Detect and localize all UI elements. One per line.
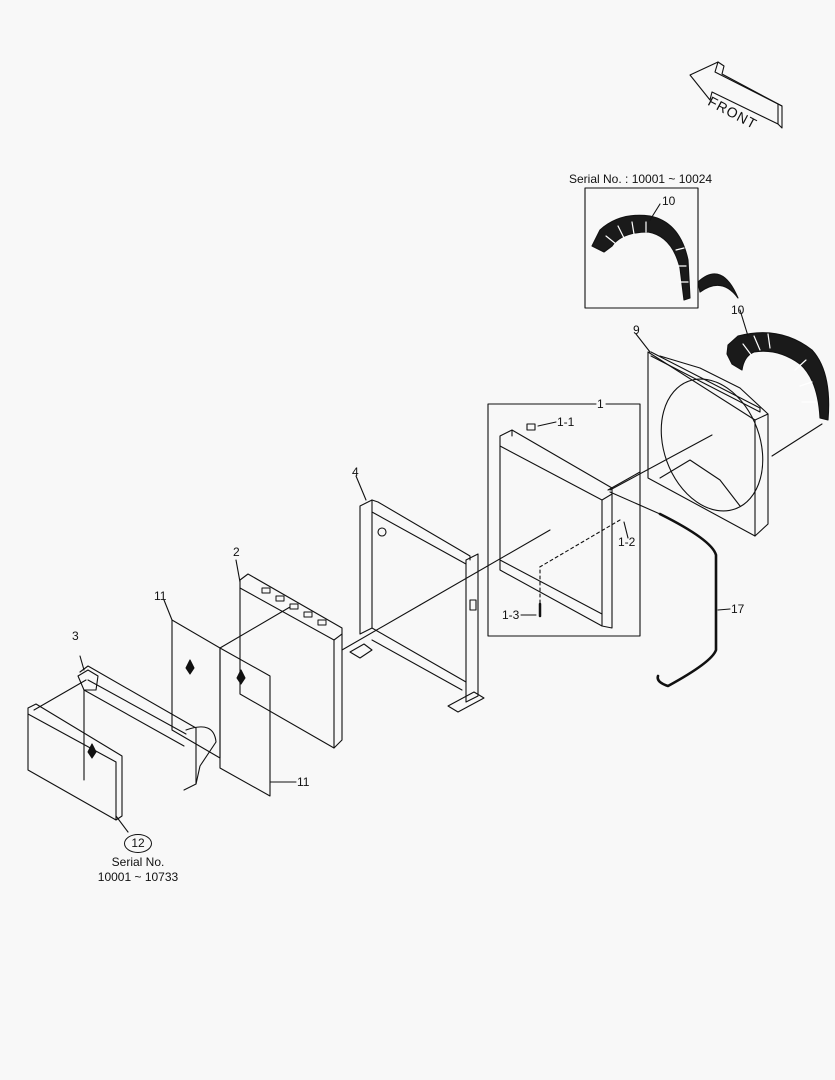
panel-11a (163, 599, 221, 759)
panel-11b (219, 647, 297, 797)
screen-12 (27, 703, 129, 833)
callout-9: 9 (633, 323, 640, 337)
callout-17: 17 (731, 602, 745, 616)
part12-serial-line2: 10001 ~ 10733 (97, 870, 179, 884)
callout-4: 4 (352, 465, 359, 479)
assembly-box-1 (487, 403, 641, 637)
inset-serial-label: Serial No. : 10001 ~ 10024 (569, 172, 713, 186)
radiator-2 (219, 559, 343, 749)
part12-serial-line1: Serial No. (111, 855, 165, 869)
callout-11-top: 11 (154, 589, 167, 603)
callout-10: 10 (731, 303, 745, 317)
callout-1: 1 (597, 397, 604, 411)
callout-1-1: 1-1 (557, 415, 575, 429)
callout-3: 3 (72, 629, 79, 643)
hose-17 (609, 491, 731, 688)
callout-1-3: 1-3 (502, 608, 520, 622)
fan-shroud-9 (609, 333, 769, 537)
radiator-1 (419, 421, 641, 629)
inset-callout-10: 10 (662, 194, 676, 208)
callout-12-circled: 12 (124, 834, 152, 853)
callout-2: 2 (233, 545, 240, 559)
callout-1-2: 1-2 (618, 535, 636, 549)
transition-arrow (697, 273, 739, 299)
fan-guard-10 (726, 309, 830, 457)
fan-guard-inset (591, 203, 691, 301)
cooler-3 (33, 655, 217, 791)
inset-box (584, 187, 699, 309)
mounting-frame-4 (341, 475, 485, 713)
callout-11-bottom: 11 (297, 775, 310, 789)
front-arrow-icon (689, 61, 783, 129)
